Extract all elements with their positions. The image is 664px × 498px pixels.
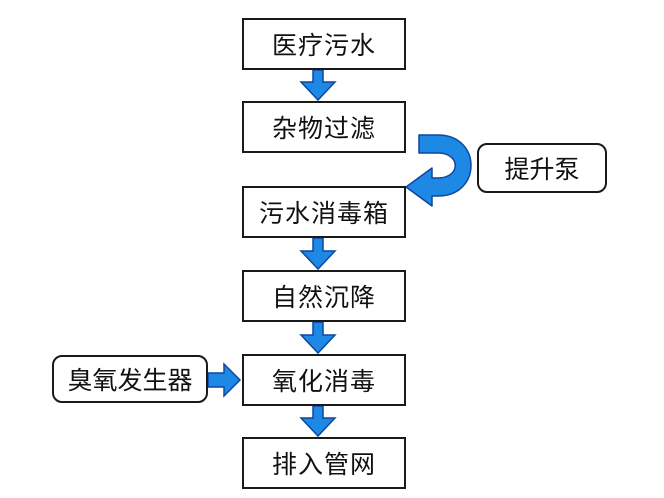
step-label: 杂物过滤 [271, 114, 376, 143]
ozone-generator-node: 臭氧发生器 [52, 355, 208, 403]
lift-pump-label: 提升泵 [504, 155, 580, 184]
step-label: 自然沉降 [271, 283, 376, 312]
step-label: 氧化消毒 [271, 367, 376, 396]
lift-pump-node: 提升泵 [477, 143, 607, 193]
arrow-step3-to-step4 [299, 237, 337, 271]
arrow-step1-to-step2 [299, 69, 337, 102]
step-disinfection-tank: 污水消毒箱 [242, 186, 406, 238]
step-debris-filtration: 杂物过滤 [242, 101, 406, 153]
step-oxidation-disinfection: 氧化消毒 [242, 354, 406, 406]
step-label: 医疗污水 [271, 31, 376, 60]
arrow-step4-to-step5 [299, 321, 337, 355]
step-label: 污水消毒箱 [258, 199, 389, 228]
step-label: 排入管网 [271, 450, 376, 479]
arrow-ozone-to-oxidation [207, 362, 242, 398]
step-medical-wastewater: 医疗污水 [242, 18, 406, 70]
lift-pump-uturn-arrow [405, 134, 472, 207]
arrow-step5-to-step6 [299, 405, 337, 438]
step-natural-sedimentation: 自然沉降 [242, 270, 406, 322]
ozone-generator-label: 臭氧发生器 [67, 366, 193, 395]
step-discharge-to-pipeline: 排入管网 [242, 437, 406, 489]
